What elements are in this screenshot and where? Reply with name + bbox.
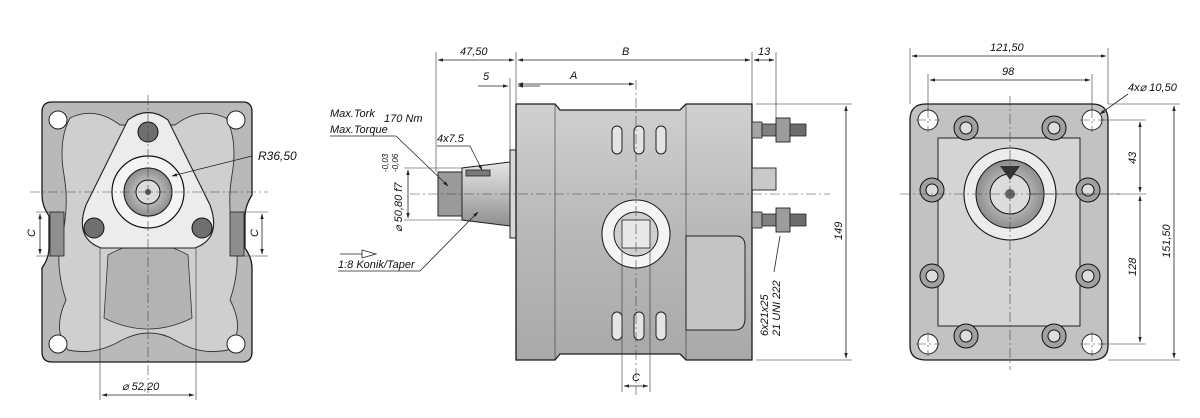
side-slot bbox=[655, 311, 667, 341]
torque-label-torque: Max.Torque bbox=[330, 124, 388, 136]
torque-value: 170 Nm bbox=[384, 113, 423, 125]
front-port-right bbox=[229, 211, 245, 257]
front-flange-bolt bbox=[191, 217, 213, 239]
side-stud-lower bbox=[751, 207, 807, 233]
shaft-dia-label: ⌀ 50,80 f7 bbox=[393, 182, 405, 232]
taper-label: 1:8 Konik/Taper bbox=[338, 259, 416, 271]
port-c-left-label: C bbox=[26, 229, 38, 237]
side-slot bbox=[611, 125, 623, 155]
side-slot bbox=[633, 125, 645, 155]
taper-symbol bbox=[361, 249, 378, 259]
dim-13: 13 bbox=[758, 46, 771, 58]
tol-upper: -0,03 bbox=[381, 153, 390, 172]
side-slot bbox=[611, 311, 623, 341]
rear-corner-holes bbox=[916, 108, 1104, 356]
height-149: 149 bbox=[833, 222, 845, 240]
width-outer: 121,50 bbox=[990, 42, 1025, 54]
side-shaft-key bbox=[465, 169, 491, 177]
dim-151-50: 151,50 bbox=[1161, 223, 1173, 258]
front-corner-hole bbox=[48, 334, 68, 354]
width-inner: 98 bbox=[1002, 66, 1015, 78]
holes-label: 4x⌀ 10,50 bbox=[1128, 82, 1178, 94]
dim-b: B bbox=[622, 46, 629, 58]
dim-43: 43 bbox=[1127, 151, 1139, 164]
pilot-diameter-label: ⌀ 52,20 bbox=[122, 381, 160, 393]
front-flange-bolt bbox=[83, 217, 105, 239]
front-corner-hole bbox=[226, 110, 246, 130]
tol-lower: -0,06 bbox=[391, 153, 400, 172]
rear-view: 121,50 98 4x⌀ 10,50 43 128 151,50 bbox=[900, 42, 1180, 370]
dim-47-50: 47,50 bbox=[460, 46, 488, 58]
side-view: 47,50 B 13 5 A Max.Tork 170 Nm Max.Torqu… bbox=[330, 46, 852, 395]
front-view: R36,50 C C ⌀ 52,20 bbox=[26, 95, 297, 400]
key-label: 4x7.5 bbox=[437, 133, 465, 145]
torque-label-tork: Max.Tork bbox=[330, 108, 375, 120]
side-rear-shaft-stub bbox=[751, 167, 777, 191]
dim-a: A bbox=[569, 70, 577, 82]
front-corner-hole bbox=[48, 110, 68, 130]
thread-label-1: 6x21x25 bbox=[759, 294, 771, 336]
radius-label: R36,50 bbox=[258, 149, 297, 163]
thread-label-2: 21 UNI 222 bbox=[771, 280, 783, 337]
front-port-left bbox=[49, 211, 65, 257]
port-c-right-label: C bbox=[249, 229, 261, 237]
side-slot bbox=[633, 311, 645, 341]
dim-128: 128 bbox=[1127, 257, 1139, 276]
rear-bolt-heads bbox=[919, 115, 1101, 349]
side-rear-boss bbox=[685, 235, 746, 331]
side-slot bbox=[655, 125, 667, 155]
port-c-bottom-label: C bbox=[632, 372, 640, 384]
front-corner-hole bbox=[226, 334, 246, 354]
side-stud-upper bbox=[751, 117, 807, 143]
dim-5: 5 bbox=[483, 71, 490, 83]
